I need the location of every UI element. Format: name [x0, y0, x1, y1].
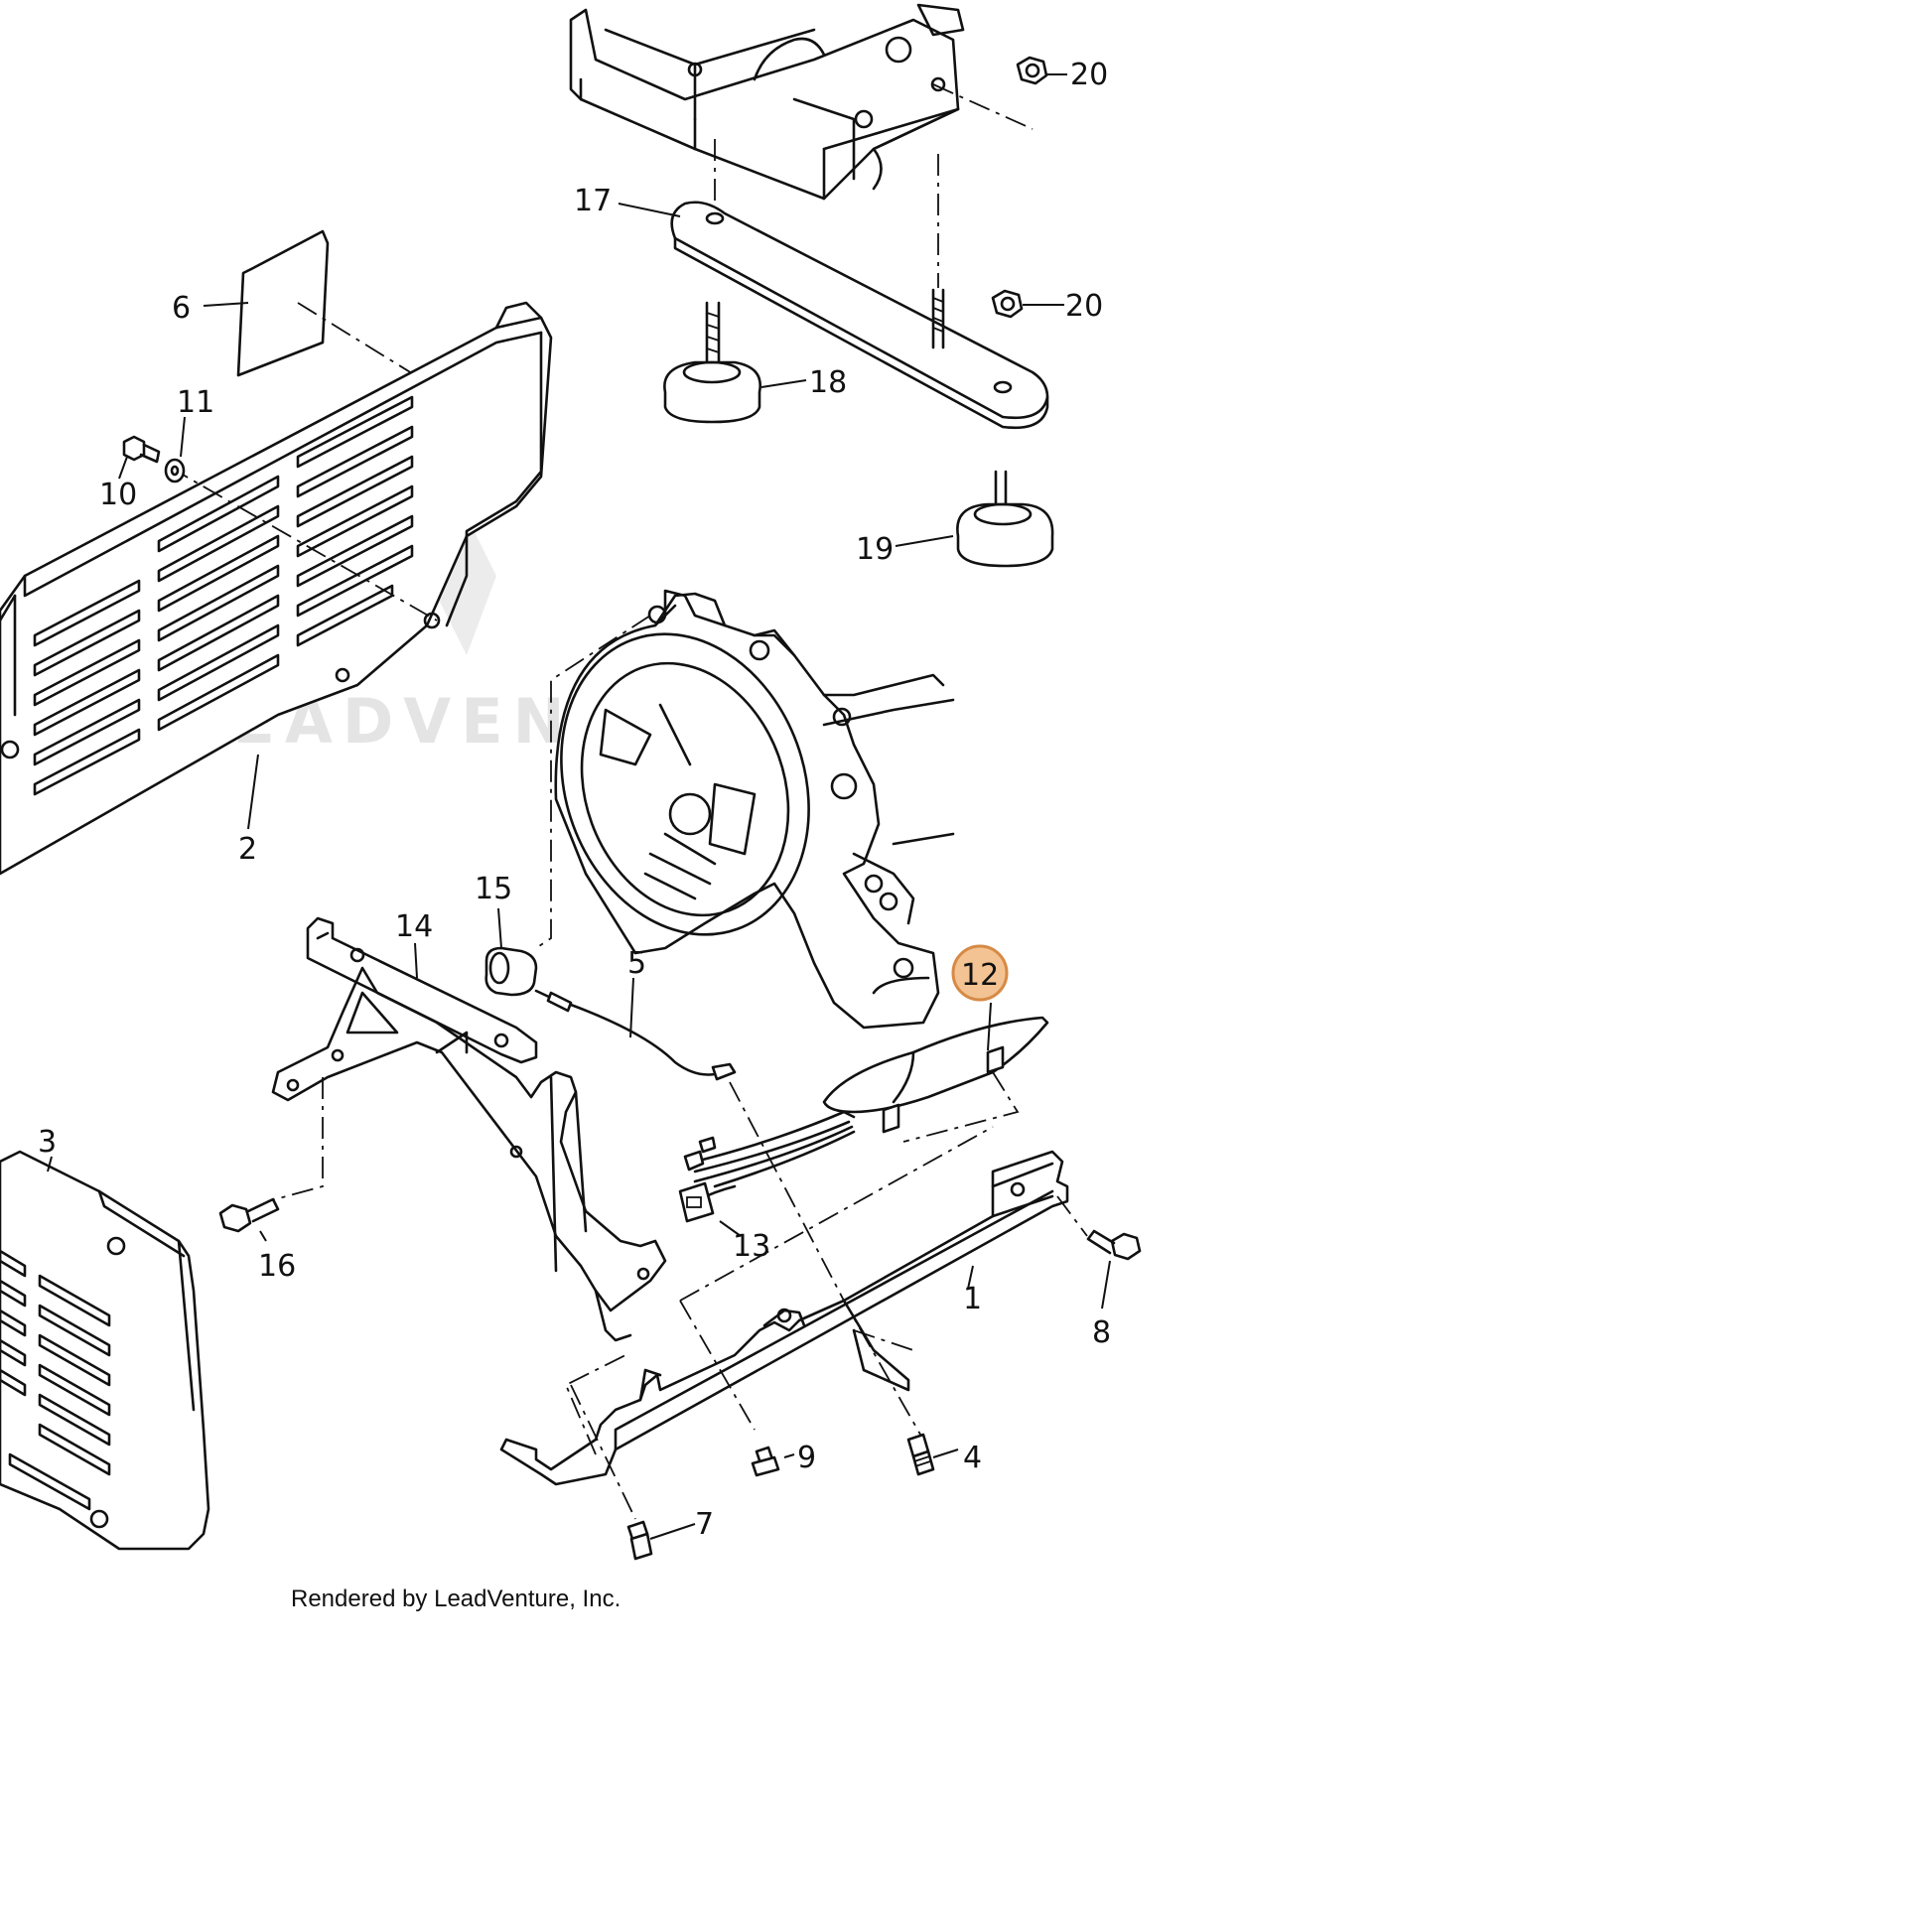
- callout-10[interactable]: 10: [99, 478, 137, 512]
- render-credit: Rendered by LeadVenture, Inc.: [291, 1586, 621, 1612]
- callout-7[interactable]: 7: [695, 1507, 714, 1542]
- alignment-line: [535, 615, 651, 949]
- rubber-mount-part-19: [956, 470, 1054, 568]
- callout-19[interactable]: 19: [856, 532, 894, 567]
- callout-3[interactable]: 3: [38, 1125, 57, 1160]
- engine-block-part: [569, 3, 1034, 288]
- grille-cover-part-3: [0, 1150, 210, 1551]
- fan-cover-part-12: [822, 1016, 1049, 1143]
- callout-20-mid[interactable]: 20: [1065, 289, 1103, 324]
- callout-14[interactable]: 14: [395, 909, 433, 944]
- callout-11[interactable]: 11: [177, 385, 214, 420]
- alternator-housing-part: [554, 589, 955, 1030]
- callout-18[interactable]: 18: [809, 365, 847, 400]
- bolt-part-10: [122, 435, 161, 464]
- wire-harness-part-13: [678, 1110, 856, 1223]
- bolt-part-8: [1086, 1229, 1142, 1261]
- callout-5[interactable]: 5: [627, 946, 646, 981]
- bolt-part-7: [570, 1384, 653, 1561]
- spacer-part-15: [484, 946, 538, 997]
- lower-frame-part-1: [499, 1126, 1088, 1486]
- callout-13[interactable]: 13: [733, 1229, 770, 1264]
- callout-9[interactable]: 9: [797, 1441, 816, 1475]
- nut-part-20-mid: [991, 289, 1024, 319]
- leader-lines: [47, 73, 1111, 1540]
- bolt-part-16: [218, 1197, 280, 1233]
- callout-4[interactable]: 4: [963, 1441, 982, 1475]
- screw-part-9: [751, 1446, 780, 1477]
- callout-12[interactable]: 12: [961, 958, 999, 993]
- callout-2[interactable]: 2: [238, 832, 257, 867]
- screw-part-4: [906, 1433, 935, 1476]
- callout-15[interactable]: 15: [475, 872, 512, 906]
- callout-17[interactable]: 17: [574, 184, 612, 218]
- highlight-marker[interactable]: [951, 944, 1009, 1002]
- callout-labels: 20 20 17 18 19 6 11 10 2 15 14 5 12 13 1…: [38, 58, 1111, 1542]
- washer-part-11: [164, 458, 186, 483]
- nut-part-20-top: [1016, 56, 1048, 85]
- callout-20-top[interactable]: 20: [1070, 58, 1108, 92]
- callout-8[interactable]: 8: [1092, 1315, 1111, 1350]
- callout-6[interactable]: 6: [172, 291, 191, 326]
- rubber-mount-part-18: [663, 301, 761, 424]
- bracket-part-14: [267, 916, 667, 1342]
- callout-1[interactable]: 1: [963, 1282, 982, 1316]
- callout-16[interactable]: 16: [258, 1249, 296, 1284]
- louvered-cover-part-2: [0, 301, 553, 876]
- mount-bar-part-17: [670, 201, 1049, 430]
